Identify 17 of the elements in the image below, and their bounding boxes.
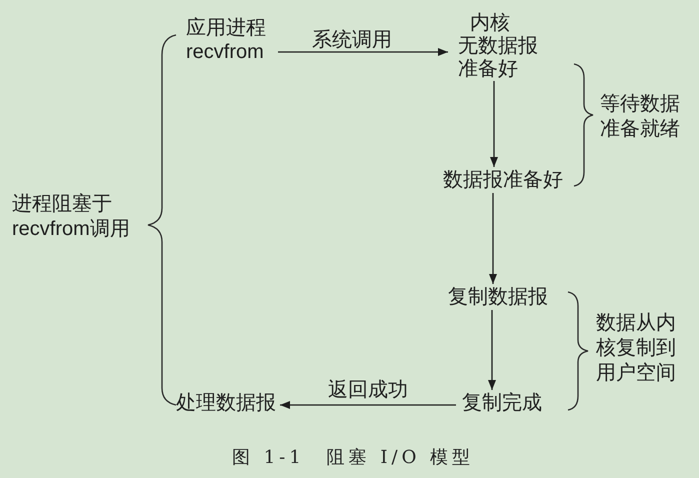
node-text: 无数据报准备好 (458, 35, 539, 81)
step-text: 复制完成 (456, 390, 548, 416)
arrow (489, 193, 497, 284)
brace-label: 进程阻塞于recvfrom调用 (12, 192, 131, 242)
node-text: recvfrom (186, 40, 264, 64)
arrow (278, 48, 448, 56)
brace-label: 数据从内核复制到用户空间 (596, 311, 677, 386)
step-text: 复制数据报 (443, 284, 553, 310)
arrow (488, 310, 496, 390)
step-text: 处理数据报 (172, 390, 280, 416)
step-text: 数据报准备好 (438, 167, 568, 193)
arrow (280, 401, 456, 409)
node-heading: 应用进程 (186, 16, 266, 40)
figure-caption: 图 1-1 阻塞 I/O 模型 (232, 446, 474, 470)
arrow (490, 81, 498, 167)
brace-label: 等待数据准备就绪 (600, 92, 681, 142)
node-heading: 内核 (470, 12, 510, 35)
